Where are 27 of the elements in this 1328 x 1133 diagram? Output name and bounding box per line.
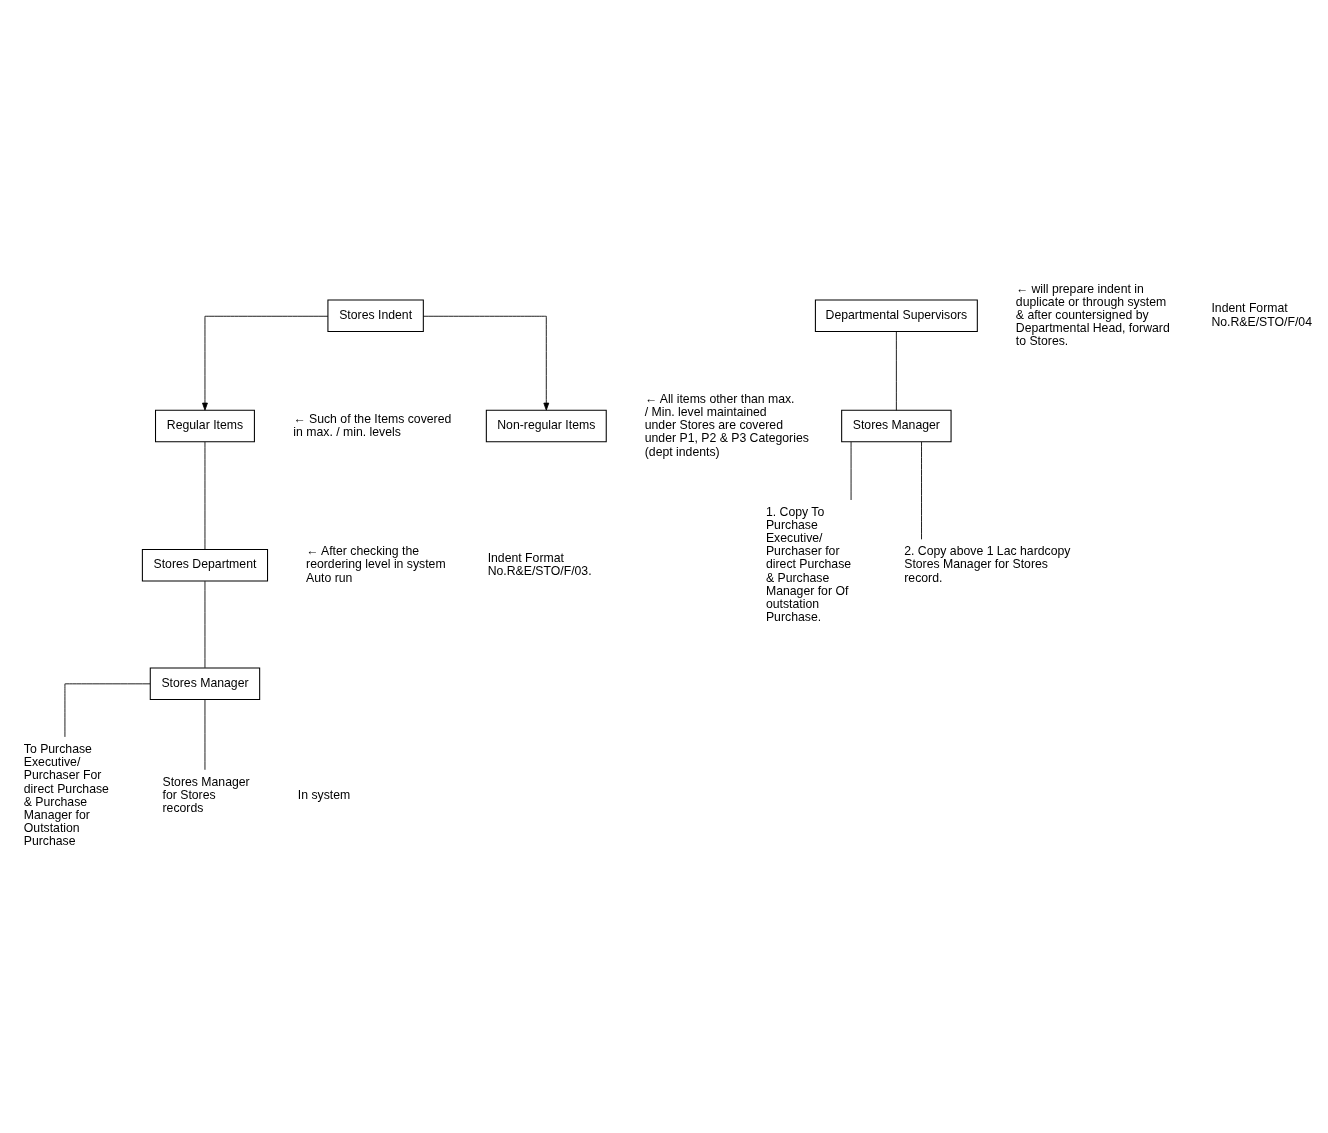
node-box: Departmental Supervisors	[814, 299, 978, 332]
node-label: ← will prepare indent in duplicate or through system & after countersigned by Departmental Head, forward to Stores.	[1015, 281, 1170, 348]
node-box: Stores Indent	[327, 299, 424, 332]
node-label: ← After checking the reordering level in system Auto run	[306, 543, 446, 585]
arrow	[422, 315, 550, 411]
node-label: ← Such of the Items covered in max. / min. levels	[293, 411, 452, 439]
connector	[204, 441, 206, 550]
node-box: Non-regular Items	[485, 409, 607, 442]
node-label: Indent Format No.R&E/STO/F/03.	[487, 550, 592, 578]
node-box: Stores Manager	[149, 667, 261, 700]
node-box: Stores Manager	[841, 409, 952, 442]
node-text: Stores Manager for Stores records	[162, 774, 250, 815]
node-label: Indent Format No.R&E/STO/F/04	[1211, 301, 1312, 329]
connector	[204, 580, 206, 668]
node-text: 2. Copy above 1 Lac hardcopy Stores Manager for Stores record.	[904, 543, 1071, 585]
arrow	[202, 315, 329, 411]
node-text: To Purchase Executive/ Purchaser For direct Purchase & Purchase Manager for Outstation Purchase	[23, 741, 109, 848]
connector	[895, 330, 897, 411]
node-box: Stores Department	[141, 548, 269, 582]
connector	[64, 682, 151, 737]
node-label: ← All items other than max. / Min. level maintained under Stores are covered under P1, P2 & P3 Categories (dept indents)	[644, 391, 809, 459]
node-text: 1. Copy To Purchase Executive/ Purchaser for direct Purchase & Purchase Manager for Of outstation Purchase.	[765, 504, 852, 624]
label: In system	[297, 787, 351, 802]
connector	[921, 441, 922, 540]
connector	[850, 441, 852, 500]
node-box: Regular Items	[155, 409, 255, 442]
connector	[204, 698, 206, 770]
